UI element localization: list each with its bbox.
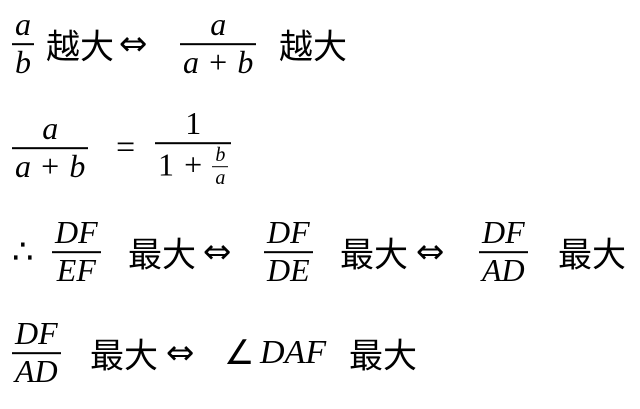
- term-b: b: [237, 44, 254, 80]
- angle-name-daf: DAF: [260, 334, 327, 371]
- fraction-denominator: DE: [267, 252, 310, 288]
- fraction-numerator: 1: [155, 105, 232, 145]
- fraction-numerator: DF: [479, 214, 528, 253]
- fraction-df-over-ad: DF AD: [12, 315, 61, 390]
- iff-symbol: ⇔: [203, 232, 232, 272]
- term-a: a: [15, 148, 31, 184]
- text-zui-da: 最大: [340, 235, 408, 276]
- angle-symbol: ∠: [224, 333, 255, 373]
- text-yue-da: 越大: [279, 27, 347, 68]
- equals-sign: =: [116, 129, 136, 166]
- text-zui-da: 最大: [128, 235, 196, 276]
- fraction-numerator: a: [12, 6, 34, 45]
- fraction-df-over-ef: DF EF: [52, 214, 101, 289]
- iff-symbol: ⇔: [166, 333, 195, 373]
- fraction-numerator: DF: [264, 214, 313, 253]
- fraction-a-over-a-plus-b: a a + b: [180, 6, 257, 81]
- fraction-denominator: EF: [56, 252, 96, 288]
- term-a: a: [183, 44, 199, 80]
- fraction-a-over-a-plus-b: a a + b: [12, 110, 89, 185]
- fraction-df-over-de: DF DE: [264, 214, 313, 289]
- fraction-denominator: AD: [15, 353, 58, 389]
- fraction-denominator: a + b: [12, 148, 88, 185]
- fraction-denominator: a: [215, 167, 226, 190]
- term-b: b: [69, 148, 86, 184]
- fraction-df-over-ad: DF AD: [479, 214, 528, 289]
- plus-sign: +: [209, 44, 228, 80]
- fraction-numerator: DF: [12, 315, 61, 354]
- fraction-denominator: a + b: [180, 44, 256, 81]
- iff-symbol: ⇔: [416, 232, 445, 272]
- text-yue-da: 越大: [46, 27, 114, 68]
- therefore-symbol: ∴: [12, 232, 34, 272]
- fraction-denominator: b: [15, 44, 31, 80]
- fraction-numerator: b: [212, 144, 229, 168]
- text-zui-da: 最大: [349, 336, 417, 377]
- iff-symbol: ⇔: [119, 24, 148, 64]
- plus-sign: +: [41, 148, 60, 184]
- fraction-numerator: DF: [52, 214, 101, 253]
- fraction-a-over-b: a b: [12, 6, 34, 81]
- fraction-denominator: AD: [482, 252, 525, 288]
- plus-sign: +: [184, 146, 203, 183]
- term-one: 1: [158, 146, 174, 183]
- fraction-numerator: a: [180, 6, 257, 45]
- text-zui-da: 最大: [558, 235, 626, 276]
- fraction-numerator: a: [12, 110, 89, 149]
- text-zui-da: 最大: [90, 336, 158, 377]
